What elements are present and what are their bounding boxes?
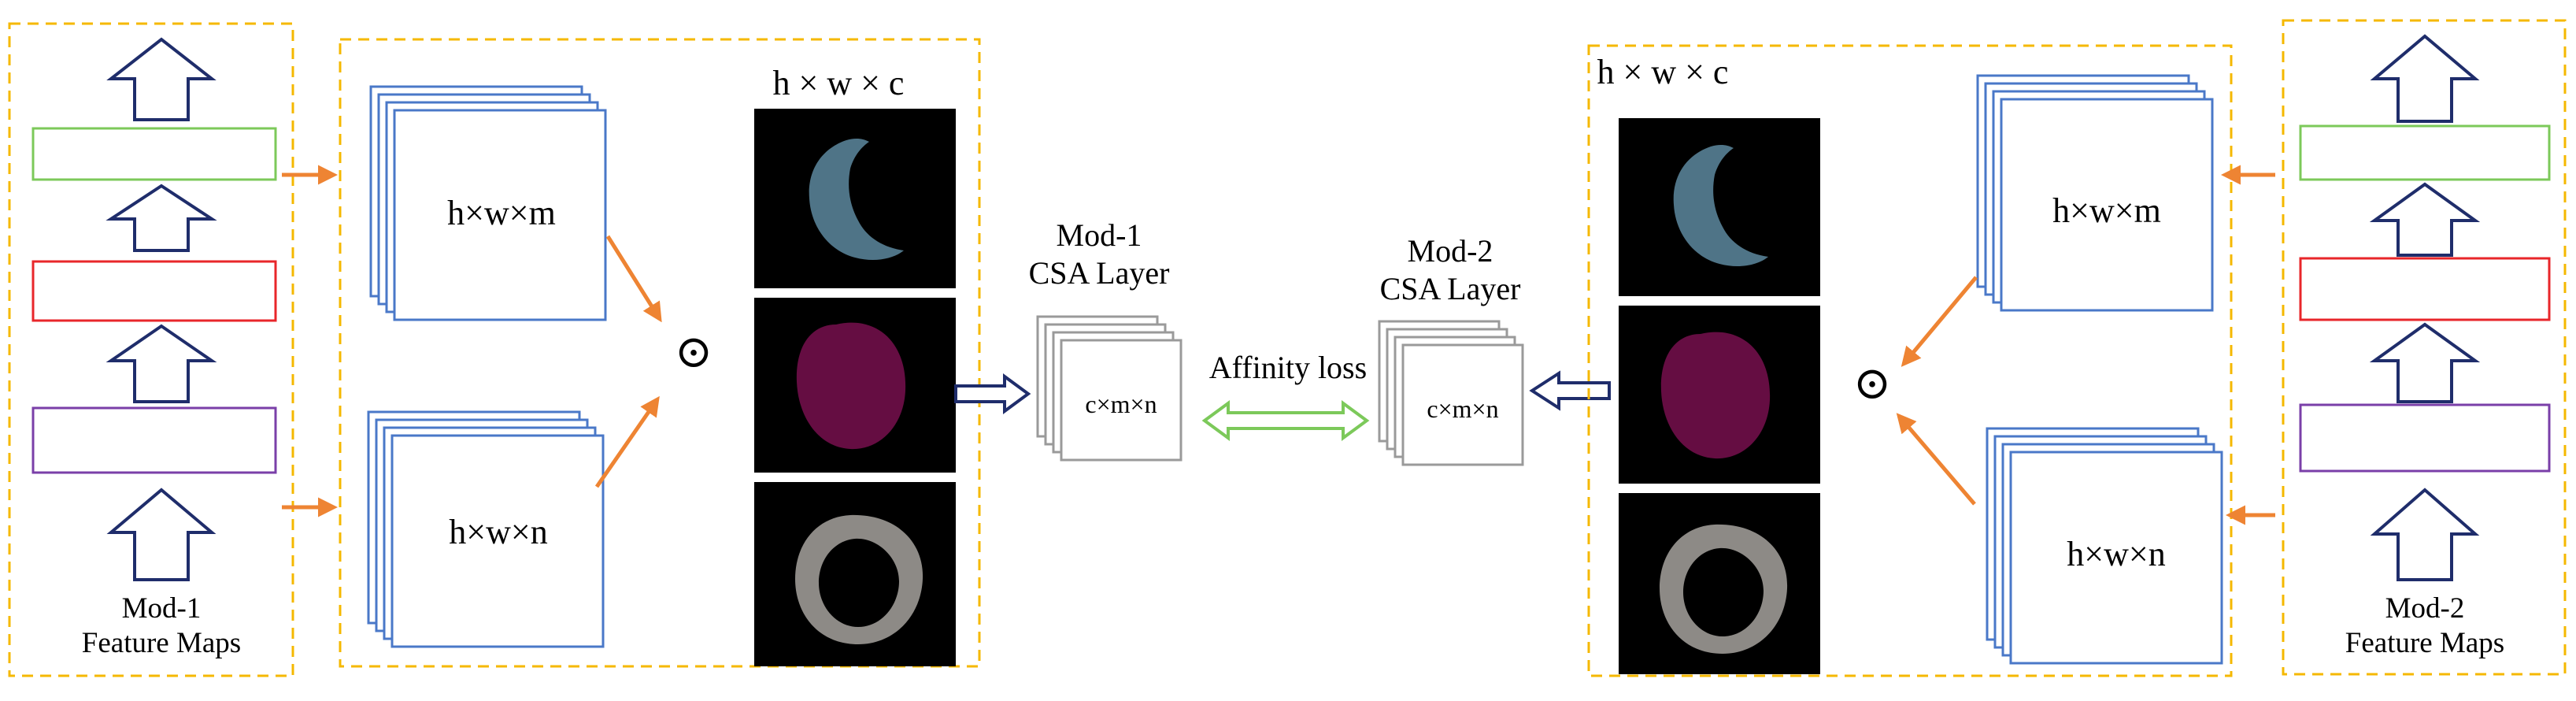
mod2-feature-maps-label-1: Mod-2	[2385, 592, 2465, 625]
mod2-purple-layer	[2299, 403, 2551, 473]
mod2-up-arrow-bottom	[2370, 488, 2480, 581]
mod1-main-panel	[339, 38, 981, 668]
mod1-mask-purple	[754, 298, 956, 473]
mod2-feature-maps-label-2: Feature Maps	[2345, 627, 2504, 659]
mod2-arrow-m-to-product	[1901, 276, 1978, 367]
mod1-up-arrow-top	[106, 37, 217, 121]
mod2-feature-maps-box	[2282, 19, 2567, 676]
mod1-feature-maps-label-2: Feature Maps	[82, 627, 241, 659]
csa1-cube-stack	[1036, 315, 1183, 462]
mod1-green-layer	[31, 127, 277, 181]
mod2-arrow-n-to-product	[1896, 413, 1976, 506]
mod1-to-csa-arrow	[954, 373, 1031, 414]
mod1-arrow-m-to-product	[605, 235, 662, 323]
mod1-map-n-stack	[367, 410, 605, 648]
mod2-product-symbol: ⊙	[1853, 358, 1892, 409]
csa1-title-line2: CSA Layer	[1029, 255, 1170, 291]
mod1-arrow-n-to-product	[594, 395, 660, 488]
mod2-stack-label: h × w × c	[1597, 53, 1729, 91]
mod1-map-m-label: h×w×m	[447, 194, 556, 232]
mod2-up-arrow-2	[2369, 182, 2481, 257]
mod2-map-m-label: h×w×m	[2052, 191, 2161, 230]
mod1-up-arrow-bottom	[106, 488, 217, 581]
mod1-mask-gray	[754, 482, 956, 666]
mod1-stack-label: h × w × c	[773, 64, 905, 102]
mod2-mask-purple	[1619, 306, 1820, 484]
mod2-map-n-label: h×w×n	[2067, 535, 2165, 573]
csa1-cube-label: c×m×n	[1085, 390, 1157, 418]
mod1-up-arrow-2	[105, 184, 217, 252]
csa2-title-line2: CSA Layer	[1380, 271, 1521, 306]
mod1-up-arrow-3	[105, 324, 217, 403]
mod2-red-layer	[2299, 257, 2551, 321]
affinity-loss-double-arrow	[1201, 400, 1370, 441]
csa1-title-line1: Mod-1	[1057, 217, 1142, 253]
mod1-mask-blue	[754, 109, 956, 288]
mod2-green-layer	[2299, 124, 2551, 181]
mod1-product-symbol: ⊙	[675, 326, 713, 377]
affinity-loss-label: Affinity loss	[1209, 350, 1367, 385]
mod1-purple-layer	[31, 406, 277, 474]
mod2-mask-blue	[1619, 118, 1820, 296]
mod2-up-arrow-3	[2369, 322, 2481, 403]
mod1-feature-maps-box	[8, 22, 294, 677]
mod2-main-panel	[1587, 44, 2233, 677]
mod1-map-m-stack	[369, 85, 607, 321]
mod2-map-m-stack	[1976, 74, 2214, 312]
mod2-up-arrow-top	[2370, 34, 2480, 123]
csa2-cube-label: c×m×n	[1427, 395, 1498, 423]
mod2-map-n-stack	[1986, 427, 2223, 665]
mod2-to-csa-arrow	[1529, 370, 1611, 411]
csa2-title-line1: Mod-2	[1408, 233, 1493, 269]
mod1-map-n-label: h×w×n	[449, 513, 547, 551]
csa2-cube-stack	[1378, 320, 1524, 466]
mod1-feature-maps-label-1: Mod-1	[122, 592, 202, 625]
mod2-mask-gray	[1619, 493, 1820, 674]
mod1-red-layer	[31, 260, 277, 322]
